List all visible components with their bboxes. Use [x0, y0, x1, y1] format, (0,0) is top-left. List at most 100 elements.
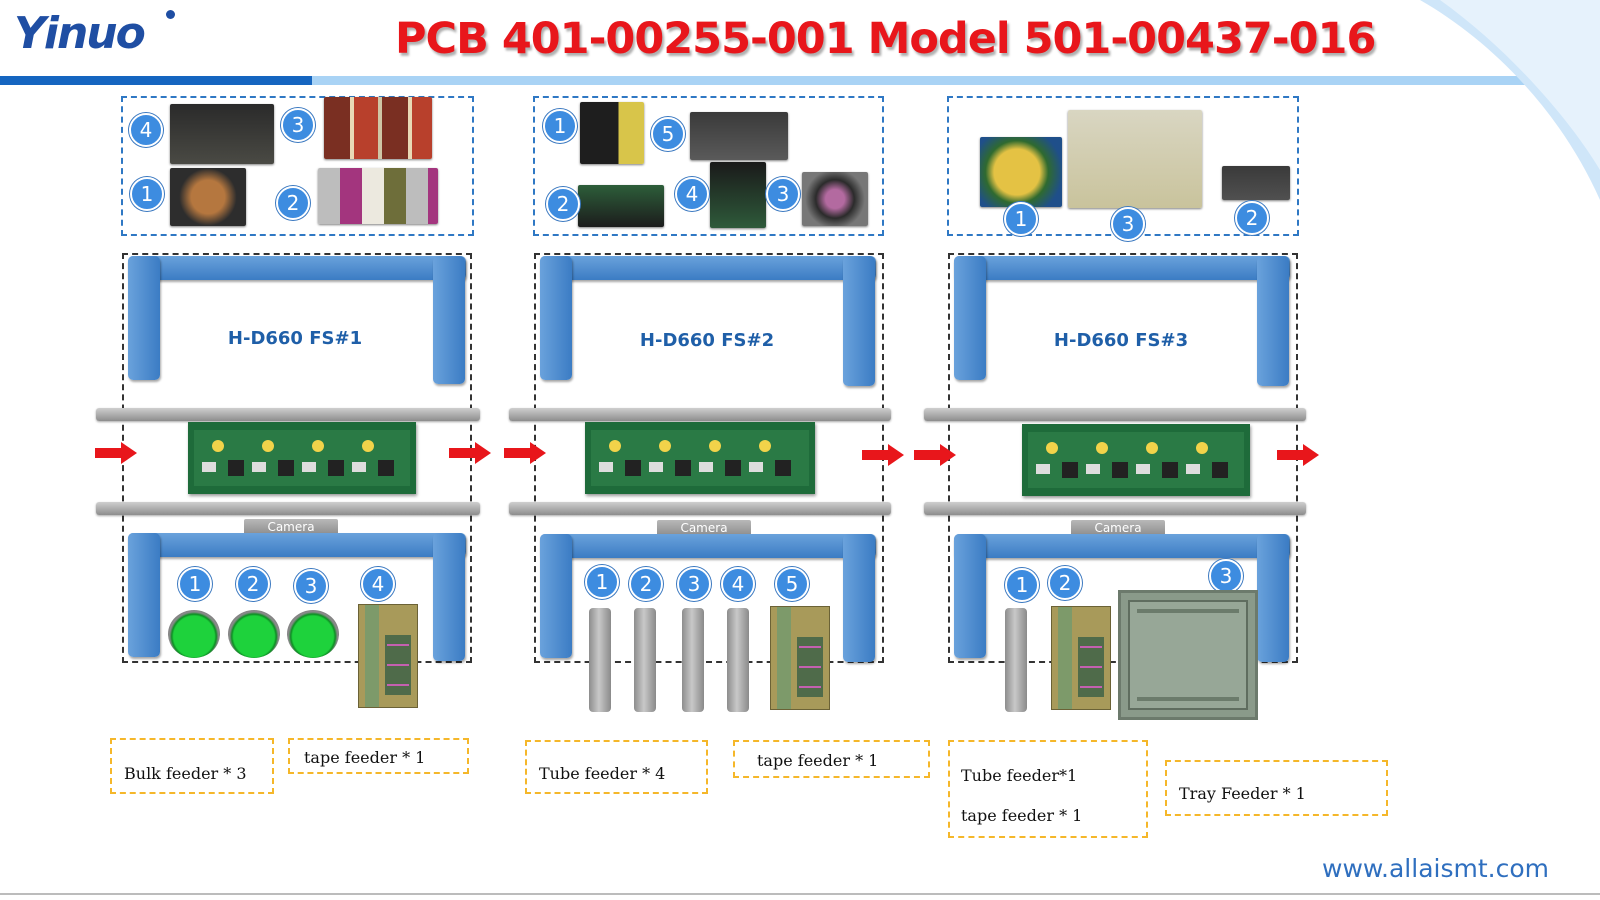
- component-photo-switch: [578, 185, 664, 227]
- header-bar-light: [312, 76, 1600, 85]
- feeder-number: 2: [629, 567, 663, 601]
- camera-label: Camera: [657, 520, 751, 536]
- component-photo-connector: [580, 102, 644, 164]
- conveyor-rail-bottom: [924, 502, 1306, 515]
- component-photo-inductor: [170, 104, 274, 164]
- feeder-number: 2: [1048, 566, 1082, 600]
- gantry-bottom-beam: [954, 534, 1290, 558]
- station-label: H-D660 FS#2: [639, 330, 775, 351]
- header-bar-dark: [0, 76, 312, 85]
- gantry-bottom-right-post: [1257, 534, 1289, 662]
- feeder-number: 3: [1209, 559, 1243, 593]
- tube-feeder-icon: [634, 608, 656, 712]
- gantry-bottom-beam: [540, 534, 876, 558]
- feeder-number: 3: [294, 569, 328, 603]
- component-number: 3: [1111, 207, 1145, 241]
- feeder-summary-box: Tube feeder * 4: [525, 740, 708, 794]
- gantry-left-post: [128, 256, 160, 380]
- feeder-number: 1: [1005, 568, 1039, 602]
- component-photo-relay: [710, 162, 766, 228]
- tray-feeder-icon: [1118, 590, 1258, 720]
- flow-arrow-out: [862, 444, 904, 466]
- gantry-bottom-left-post: [954, 534, 986, 658]
- bulk-feeder-icon: [287, 610, 339, 658]
- component-number: 5: [651, 117, 685, 151]
- pcb-board: [1022, 424, 1250, 496]
- gantry-bottom-beam: [128, 533, 466, 557]
- feeder-summary-box: Tray Feeder * 1: [1165, 760, 1388, 816]
- tube-feeder-icon: [727, 608, 749, 712]
- component-photo-ic: [1222, 166, 1290, 200]
- conveyor-rail-top: [96, 408, 480, 421]
- component-number: 1: [1004, 202, 1038, 236]
- feeder-number: 3: [677, 567, 711, 601]
- gantry-right-post: [1257, 256, 1289, 386]
- component-number: 4: [675, 177, 709, 211]
- tape-feeder-icon: [770, 606, 830, 710]
- tube-feeder-icon: [682, 608, 704, 712]
- flow-arrow-in: [95, 442, 137, 464]
- flow-arrow-out: [1277, 444, 1319, 466]
- gantry-right-post: [433, 256, 465, 384]
- component-number: 2: [1235, 201, 1269, 235]
- component-photo-module: [690, 112, 788, 160]
- gantry-bottom-right-post: [843, 534, 875, 662]
- component-photo-terminal-red: [324, 97, 432, 159]
- component-number: 4: [129, 113, 163, 147]
- feeder-number: 4: [361, 567, 395, 601]
- tape-feeder-icon: [1051, 606, 1111, 710]
- component-photo-power-inductor: [802, 172, 868, 226]
- component-photo-coil: [170, 168, 246, 226]
- gantry-left-post: [954, 256, 986, 380]
- component-photo-transformer: [1068, 110, 1202, 208]
- flow-arrow-in: [914, 444, 956, 466]
- feeder-summary-text: tape feeder * 1: [757, 751, 879, 770]
- pcb-board: [585, 422, 815, 494]
- feeder-number: 1: [585, 565, 619, 599]
- feeder-summary-box: Tube feeder*1 tape feeder * 1: [948, 740, 1148, 838]
- tape-feeder-icon: [358, 604, 418, 708]
- station-label: H-D660 FS#1: [227, 328, 363, 349]
- feeder-summary-box: Bulk feeder * 3: [110, 738, 274, 794]
- components-box-fs2: [533, 96, 884, 236]
- feeder-summary-text: Tube feeder * 4: [539, 764, 666, 783]
- logo-dot: [166, 10, 175, 19]
- feeder-summary-text: tape feeder * 1: [961, 806, 1083, 825]
- tube-feeder-icon: [1005, 608, 1027, 712]
- feeder-number: 5: [775, 567, 809, 601]
- feeder-summary-box: tape feeder * 1: [288, 738, 469, 774]
- tube-feeder-icon: [589, 608, 611, 712]
- camera-label: Camera: [244, 519, 338, 535]
- footer-divider: [0, 893, 1600, 895]
- component-photo-capacitor: [980, 137, 1062, 207]
- gantry-bottom-left-post: [540, 534, 572, 658]
- gantry-left-post: [540, 256, 572, 380]
- flow-arrow-out: [449, 442, 491, 464]
- conveyor-rail-bottom: [96, 502, 480, 515]
- conveyor-rail-top: [509, 408, 891, 421]
- camera-label: Camera: [1071, 520, 1165, 536]
- bulk-feeder-icon: [228, 610, 280, 658]
- component-number: 1: [543, 109, 577, 143]
- feeder-number: 1: [178, 567, 212, 601]
- station-label: H-D660 FS#3: [1053, 330, 1189, 351]
- component-number: 2: [276, 186, 310, 220]
- feeder-summary-text: Tray Feeder * 1: [1179, 784, 1306, 803]
- gantry-top-beam: [540, 256, 876, 280]
- component-number: 2: [546, 187, 580, 221]
- feeder-number: 4: [721, 567, 755, 601]
- feeder-summary-text: Bulk feeder * 3: [124, 764, 247, 783]
- corner-swoosh: [1420, 0, 1600, 200]
- page-title: PCB 401-00255-001 Model 501-00437-016: [395, 14, 1376, 64]
- feeder-number: 2: [236, 567, 270, 601]
- component-number: 3: [281, 108, 315, 142]
- feeder-summary-text: Tube feeder*1: [961, 766, 1078, 785]
- component-photo-terminal-multi: [318, 168, 438, 224]
- gantry-right-post: [843, 256, 875, 386]
- company-logo: Yinuo: [14, 8, 146, 59]
- conveyor-rail-top: [924, 408, 1306, 421]
- gantry-bottom-left-post: [128, 533, 160, 657]
- feeder-summary-box: tape feeder * 1: [733, 740, 930, 778]
- component-number: 3: [766, 177, 800, 211]
- gantry-bottom-right-post: [433, 533, 465, 661]
